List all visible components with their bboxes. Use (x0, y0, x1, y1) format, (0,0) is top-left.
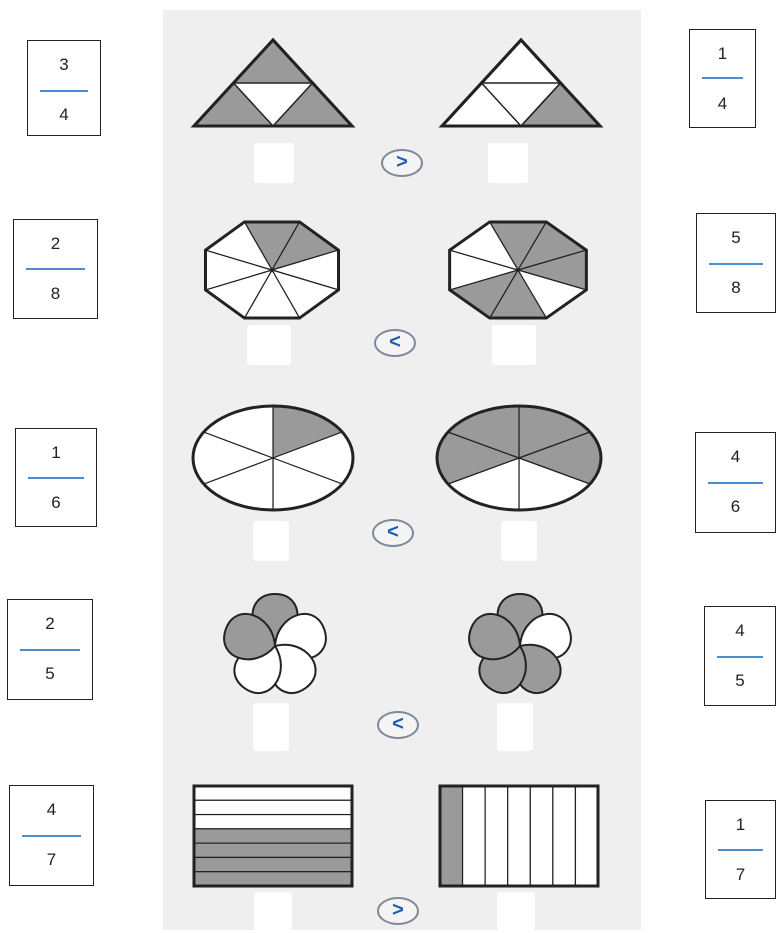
numerator: 2 (14, 234, 97, 254)
fraction-box-left-5: 4 7 (9, 785, 94, 886)
fraction-box-right-4: 4 5 (704, 606, 776, 706)
numerator: 4 (696, 447, 775, 467)
unshaded-part (575, 786, 598, 886)
erased-answer (254, 143, 294, 183)
fraction-box-left-2: 2 8 (13, 219, 98, 319)
denominator: 5 (705, 671, 775, 691)
fraction-bar (702, 77, 743, 79)
fraction-bar (20, 649, 80, 651)
unshaded-part (530, 786, 553, 886)
ellipse-figure-left (188, 402, 358, 514)
denominator: 8 (14, 284, 97, 304)
shaded-part (194, 857, 352, 871)
shaded-part (194, 872, 352, 886)
fraction-bar (22, 835, 81, 837)
erased-answer (247, 325, 291, 365)
denominator: 7 (706, 865, 775, 885)
fraction-box-left-1: 3 4 (27, 40, 101, 136)
erased-answer (253, 521, 289, 561)
comparison-sign-2: < (373, 328, 417, 358)
octagon-figure-left (196, 214, 348, 326)
fraction-bar (717, 656, 763, 658)
unshaded-part (194, 800, 352, 814)
numerator: 1 (16, 443, 96, 463)
denominator: 6 (696, 497, 775, 517)
comparison-sign: < (373, 331, 417, 354)
comparison-sign-5: > (376, 896, 420, 926)
comparison-sign: < (371, 521, 415, 544)
erased-answer (497, 892, 535, 930)
numerator: 1 (690, 44, 755, 64)
rectangle-figure-right (436, 782, 602, 890)
fraction-bar (26, 268, 85, 270)
comparison-sign: > (376, 899, 420, 922)
fraction-box-left-4: 2 5 (7, 599, 93, 700)
fraction-bar (28, 477, 84, 479)
erased-answer (253, 703, 289, 751)
fraction-bar (709, 263, 763, 265)
rectangle-figure-left (190, 782, 356, 890)
comparison-sign: < (376, 713, 420, 736)
erased-answer (254, 892, 292, 930)
unshaded-part (194, 815, 352, 829)
denominator: 4 (28, 105, 100, 125)
center-dot (270, 268, 274, 272)
unshaded-part (485, 786, 508, 886)
fraction-bar (718, 849, 763, 851)
shaded-part (194, 843, 352, 857)
fraction-box-right-1: 1 4 (689, 29, 756, 128)
fraction-box-left-3: 1 6 (15, 428, 97, 527)
numerator: 4 (705, 621, 775, 641)
unshaded-part (553, 786, 576, 886)
erased-answer (488, 143, 528, 183)
fraction-bar (708, 482, 763, 484)
numerator: 5 (697, 228, 775, 248)
fraction-bar (40, 90, 88, 92)
shaded-part (194, 829, 352, 843)
numerator: 2 (8, 614, 92, 634)
numerator: 1 (706, 815, 775, 835)
triangle-figure-right (438, 36, 604, 130)
comparison-sign: > (380, 151, 424, 174)
unshaded-part (463, 786, 486, 886)
octagon-figure-right (440, 214, 596, 326)
denominator: 8 (697, 278, 775, 298)
fraction-box-right-2: 5 8 (696, 213, 776, 313)
numerator: 4 (10, 800, 93, 820)
unshaded-part (194, 786, 352, 800)
fraction-box-right-3: 4 6 (695, 432, 776, 533)
comparison-sign-4: < (376, 710, 420, 740)
comparison-sign-1: > (380, 148, 424, 178)
erased-answer (501, 521, 537, 561)
comparison-sign-3: < (371, 518, 415, 548)
ellipse-figure-right (433, 402, 605, 514)
denominator: 6 (16, 493, 96, 513)
unshaded-part (508, 786, 531, 886)
denominator: 7 (10, 850, 93, 870)
denominator: 4 (690, 94, 755, 114)
erased-answer (497, 703, 533, 751)
flower-figure-right (437, 590, 603, 700)
flower-figure-left (192, 590, 358, 700)
numerator: 3 (28, 55, 100, 75)
denominator: 5 (8, 664, 92, 684)
triangle-figure-left (190, 36, 356, 130)
center-dot (516, 268, 520, 272)
fraction-box-right-5: 1 7 (705, 800, 776, 899)
shaded-part (440, 786, 463, 886)
erased-answer (492, 325, 536, 365)
